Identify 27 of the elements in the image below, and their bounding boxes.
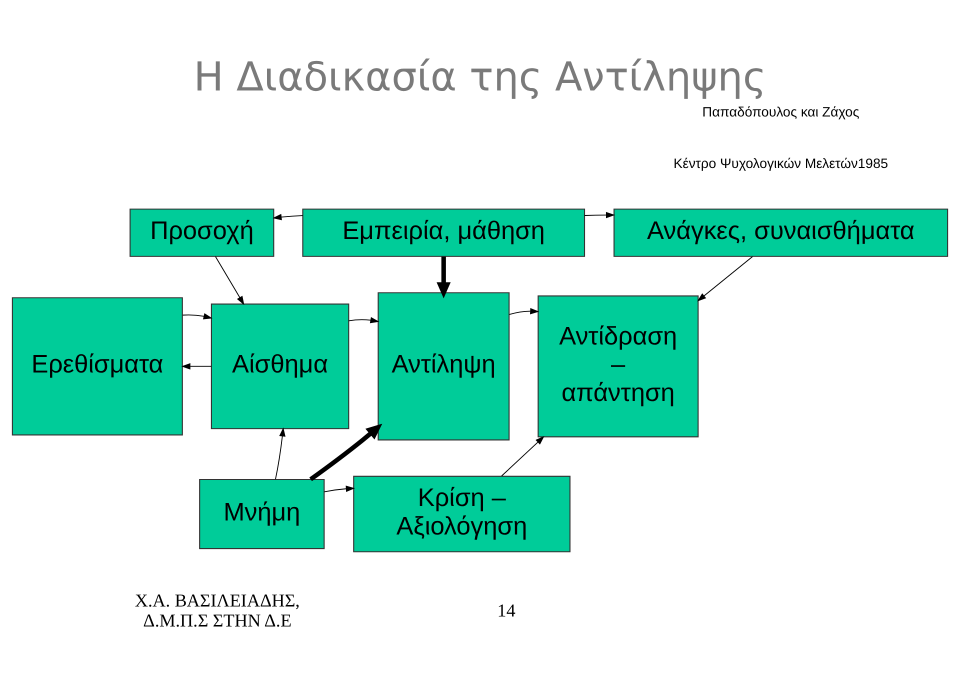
arrow bbox=[215, 256, 244, 305]
node-box: Κρίση – Αξιολόγηση bbox=[353, 475, 571, 552]
arrow bbox=[181, 362, 212, 370]
arrow bbox=[182, 312, 213, 319]
node-box: Ερεθίσματα bbox=[12, 296, 183, 436]
arrow bbox=[275, 426, 286, 480]
label: 14 bbox=[497, 600, 516, 620]
node-box: Μνήμη bbox=[199, 478, 325, 549]
label: Χ.Α. ΒΑΣΙΛΕΙΑΔΗΣ, Δ.Μ.Π.Σ ΣΤΗΝ Δ.Ε bbox=[134, 590, 300, 630]
diagram-title: Η Διαδικασία της Αντίληψης bbox=[194, 54, 766, 100]
arrow bbox=[348, 316, 380, 323]
arrow bbox=[508, 307, 540, 314]
node-box: Αντίδραση – απάντηση bbox=[538, 294, 699, 437]
node-box: Αίσθημα bbox=[210, 303, 350, 429]
arrow bbox=[324, 485, 355, 492]
arrow bbox=[309, 423, 382, 481]
arrow bbox=[272, 213, 304, 220]
node-box: Εμπειρία, μάθηση bbox=[302, 208, 586, 256]
label: Κέντρο Ψυχολογικών Μελετών1985 bbox=[674, 156, 888, 171]
arrow bbox=[584, 211, 616, 218]
node-box: Προσοχή bbox=[130, 208, 274, 256]
arrow bbox=[697, 256, 753, 301]
node-box: Ανάγκες, συναισθήματα bbox=[614, 208, 948, 256]
node-box: Αντίληψη bbox=[378, 292, 510, 440]
label: Παπαδόπουλος και Ζάχος bbox=[702, 104, 860, 119]
arrow bbox=[436, 256, 451, 298]
arrow bbox=[501, 436, 544, 476]
